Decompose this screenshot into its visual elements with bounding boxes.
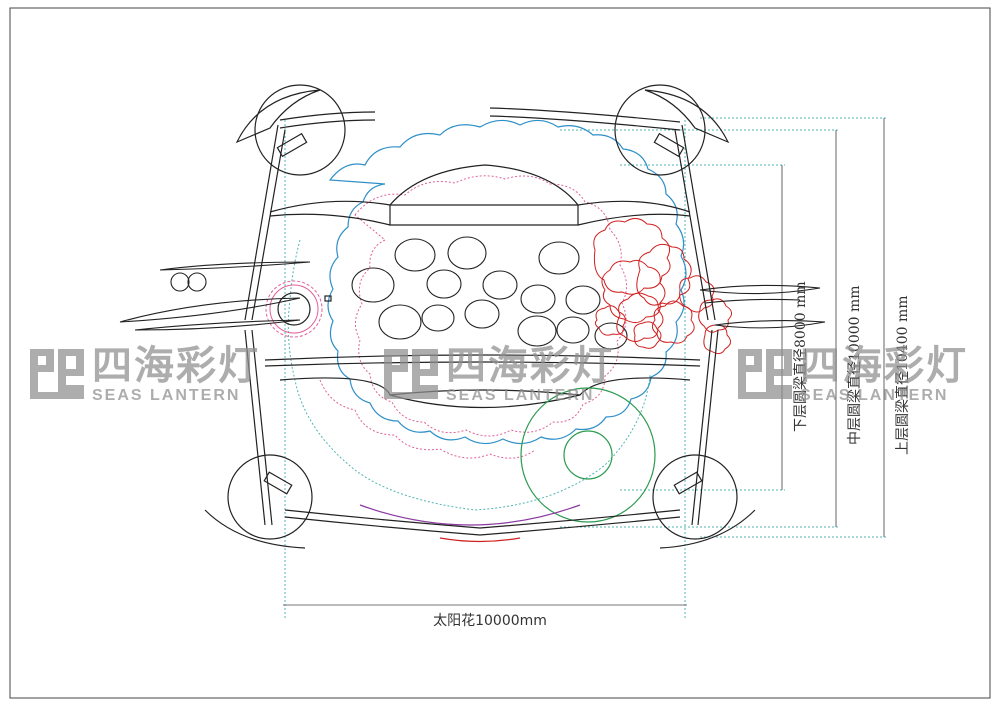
red-flower-cluster <box>593 218 732 355</box>
corner-post-top-left <box>235 84 376 321</box>
sunflower-width-label: 太阳花10000mm <box>433 613 547 629</box>
watermark-center: 四海彩灯 SEAS LANTERN <box>382 345 614 405</box>
watermark-en-text: SEAS LANTERN <box>800 387 949 404</box>
pink-left-rosette <box>265 280 323 338</box>
watermark-cn-text: 四海彩灯 <box>92 343 260 389</box>
pink-dotted-ring <box>319 175 627 459</box>
left-round-lantern <box>277 292 332 326</box>
lantern-ellipses <box>170 236 628 350</box>
corner-post-bottom-left <box>204 329 481 549</box>
seas-lantern-logo-icon <box>738 349 792 399</box>
blue-scalloped-ring <box>327 119 687 445</box>
corner-post-bottom-right <box>479 329 756 549</box>
seas-lantern-logo-icon <box>30 349 84 399</box>
teal-dotted-ring <box>287 239 651 511</box>
watermark-cn-text: 四海彩灯 <box>800 343 968 389</box>
watermark-right: 四海彩灯 SEAS LANTERN <box>736 345 968 405</box>
seas-lantern-logo-icon <box>384 349 438 399</box>
leaf-decorations <box>119 261 826 331</box>
watermark-en-text: SEAS LANTERN <box>92 387 241 404</box>
page-border <box>9 7 991 699</box>
purple-bottom-arc <box>359 504 581 543</box>
top-platform <box>269 164 691 226</box>
middle-bar <box>264 354 701 409</box>
green-circles <box>520 387 656 523</box>
watermark-left: 四海彩灯 SEAS LANTERN <box>28 345 260 405</box>
corner-post-top-right <box>489 84 730 321</box>
watermark-cn-text: 四海彩灯 <box>446 343 614 389</box>
watermark-en-text: SEAS LANTERN <box>446 387 595 404</box>
